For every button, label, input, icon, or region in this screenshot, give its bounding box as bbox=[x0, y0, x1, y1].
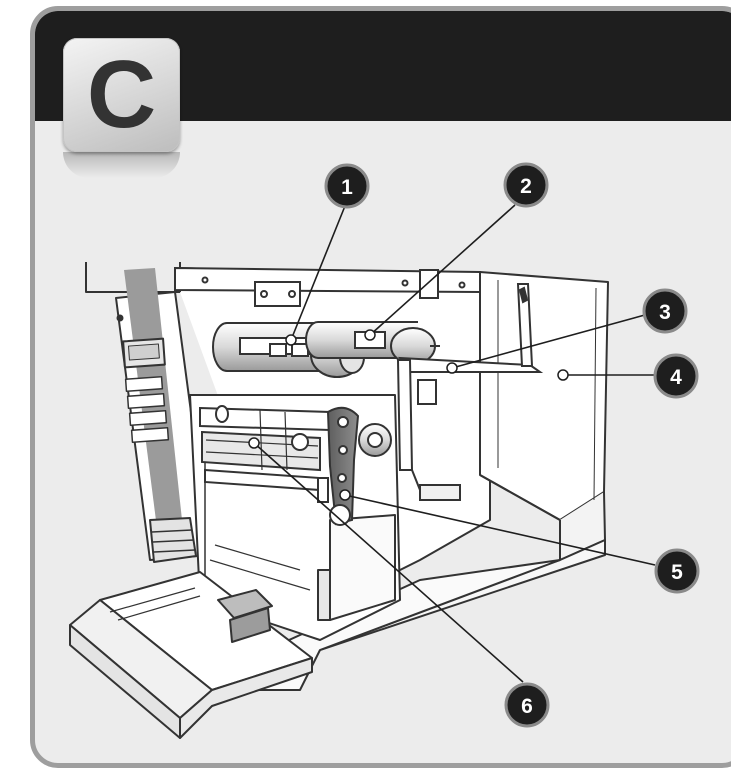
callout-number-4: 4 bbox=[670, 366, 682, 389]
section-badge: C bbox=[63, 38, 180, 152]
callout-4: 4 bbox=[653, 353, 699, 399]
callout-1: 1 bbox=[324, 163, 370, 209]
media-compartment bbox=[479, 271, 609, 561]
section-letter: C bbox=[86, 41, 157, 148]
leader-line-1 bbox=[290, 205, 346, 341]
leader-line-6 bbox=[253, 442, 524, 683]
leader-endpoints bbox=[248, 329, 569, 501]
callout-5: 5 bbox=[654, 548, 700, 594]
callout-number-2: 2 bbox=[520, 175, 532, 198]
print-head-assembly bbox=[199, 405, 331, 492]
callout-number-3: 3 bbox=[659, 301, 671, 324]
leader-line-5 bbox=[344, 494, 656, 566]
leader-line-3 bbox=[451, 312, 653, 369]
front-door-open bbox=[69, 571, 313, 739]
leader-line-2 bbox=[369, 204, 516, 336]
callout-3: 3 bbox=[642, 288, 688, 334]
leader-lines bbox=[253, 204, 657, 683]
top-frame-rail bbox=[174, 266, 481, 307]
callout-number-6: 6 bbox=[521, 695, 533, 718]
media-supply-hanger bbox=[396, 283, 544, 501]
section-badge-reflection bbox=[63, 152, 180, 178]
control-panel-front bbox=[115, 268, 211, 563]
callout-number-5: 5 bbox=[671, 561, 683, 584]
callout-number-1: 1 bbox=[341, 176, 353, 199]
callout-2: 2 bbox=[503, 162, 549, 208]
callout-6: 6 bbox=[504, 682, 550, 728]
ribbon-take-up-spindle bbox=[305, 321, 440, 365]
